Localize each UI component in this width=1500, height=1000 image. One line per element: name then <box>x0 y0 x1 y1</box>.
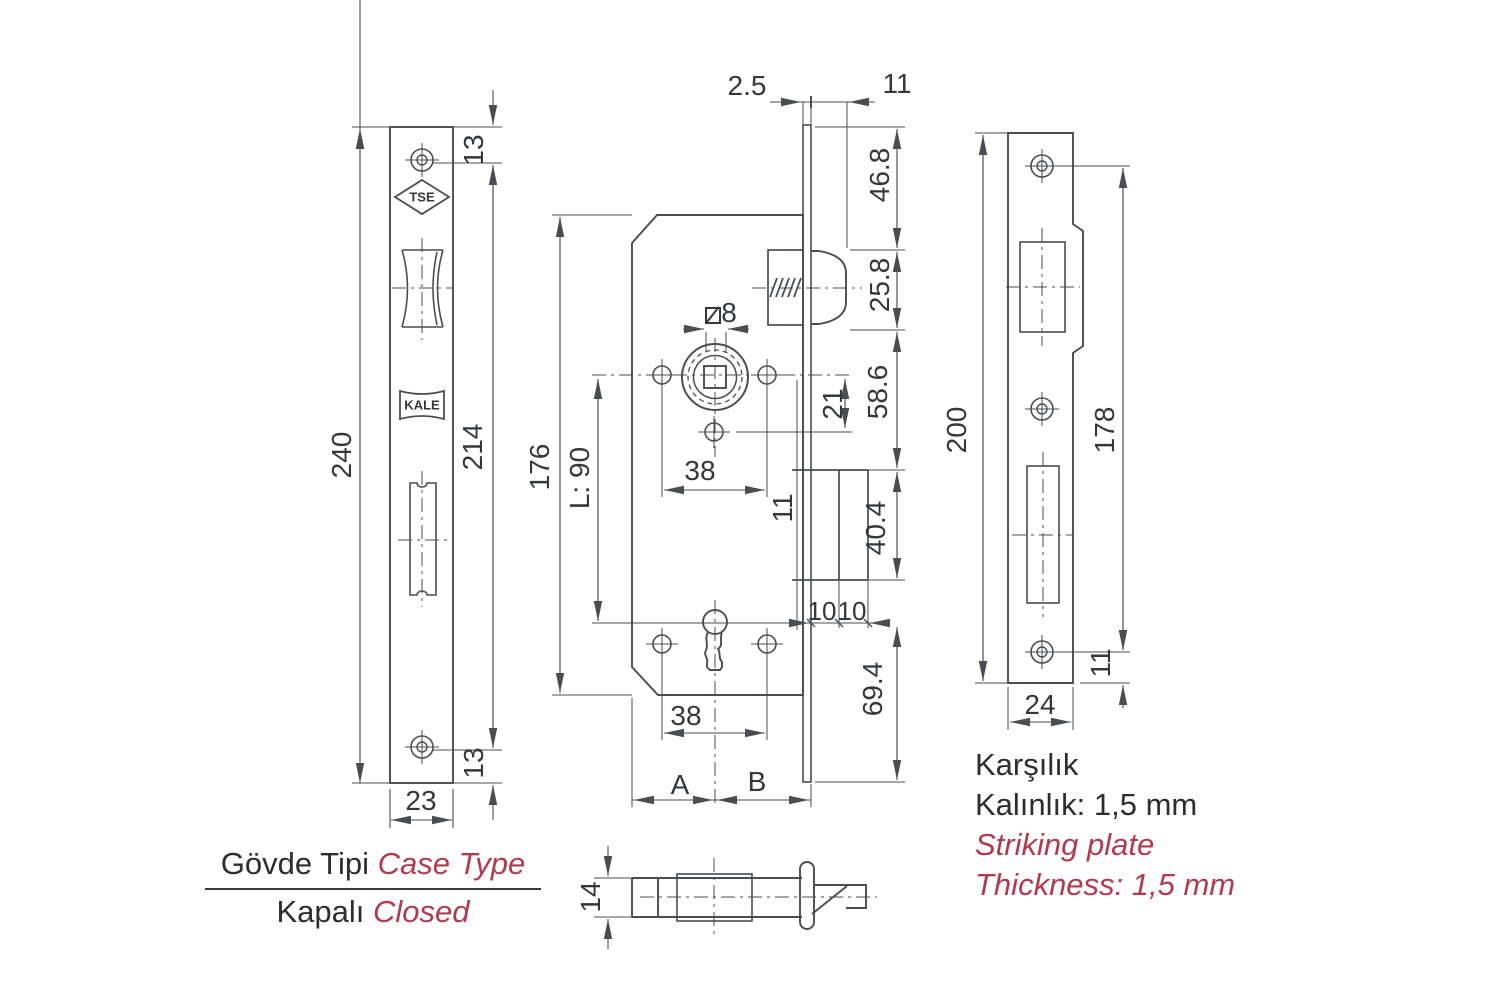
case-type-line: Gövde Tipi Case Type <box>205 846 541 882</box>
case-type-turkish: Gövde Tipi <box>220 846 378 881</box>
strike-title-english: Striking plate <box>975 827 1155 862</box>
case-type-english: Case Type <box>377 846 526 881</box>
kale-logo: KALE <box>404 397 440 413</box>
dim-latch-height-label: 25.8 <box>864 257 895 313</box>
dim-center-distance-label: L: 90 <box>564 446 595 510</box>
dim-key-hole-span-label: 38 <box>670 700 702 731</box>
dim-strike-height-label: 200 <box>941 406 972 454</box>
dim-faceplate-thickness-label: 2.5 <box>727 70 767 101</box>
case-type-caption: Gövde Tipi Case Type Kapalı Closed <box>205 846 541 930</box>
faceplate-front-view <box>352 0 502 828</box>
dim-overall-height-label: 240 <box>326 431 357 479</box>
dim-backset-b-label: B <box>747 766 767 797</box>
dim-bolt-throw-2-label: 10 <box>837 596 867 626</box>
square-section-icon <box>705 306 721 324</box>
dim-top-to-latch-label: 46.8 <box>864 147 895 203</box>
dim-strike-width-label: 24 <box>1024 689 1056 720</box>
dim-deadbolt-height-label: 40.4 <box>860 500 891 556</box>
dim-case-thickness-label: 14 <box>575 881 606 913</box>
strike-thickness-turkish: Kalınlık: 1,5 mm <box>975 787 1198 822</box>
dim-faceplate-width-label: 23 <box>405 785 437 816</box>
dim-bolt-throw-1-label: 10 <box>807 596 837 626</box>
dim-body-eleven-label: 11 <box>767 493 798 523</box>
dim-latch-to-bolt-label: 58.6 <box>862 364 893 420</box>
closed-english: Closed <box>373 894 470 929</box>
dim-strike-bottom-offset-label: 11 <box>1085 648 1116 678</box>
dim-bolt-to-bottom-label: 69.4 <box>857 661 888 717</box>
strike-plate-view <box>975 132 1130 730</box>
lock-body-view <box>552 96 905 807</box>
closed-line: Kapalı Closed <box>205 894 541 930</box>
dim-spindle-square-label: 8 <box>721 297 737 328</box>
dim-body-height-label: 176 <box>524 443 555 491</box>
caption-divider <box>205 888 541 890</box>
strike-plate-caption: Karşılık Kalınlık: 1,5 mm Striking plate… <box>975 745 1315 905</box>
dim-backset-a-label: A <box>670 769 690 800</box>
dim-strike-hole-span-label: 178 <box>1089 406 1120 454</box>
section-view <box>594 846 877 949</box>
dim-hole-spacing-label: 214 <box>457 423 488 471</box>
dim-top-hole-offset-label: 13 <box>458 134 489 166</box>
closed-turkish: Kapalı <box>276 894 373 929</box>
strike-thickness-english: Thickness: 1,5 mm <box>975 867 1236 902</box>
strike-title-turkish: Karşılık <box>975 747 1079 782</box>
tse-logo: TSE <box>409 189 435 205</box>
dim-handle-hole-span-label: 38 <box>684 455 716 486</box>
dim-follower-offset-label: 21 <box>817 388 848 420</box>
dim-bottom-hole-offset-label: 13 <box>458 747 489 779</box>
dim-latch-projection-label: 11 <box>882 68 912 99</box>
